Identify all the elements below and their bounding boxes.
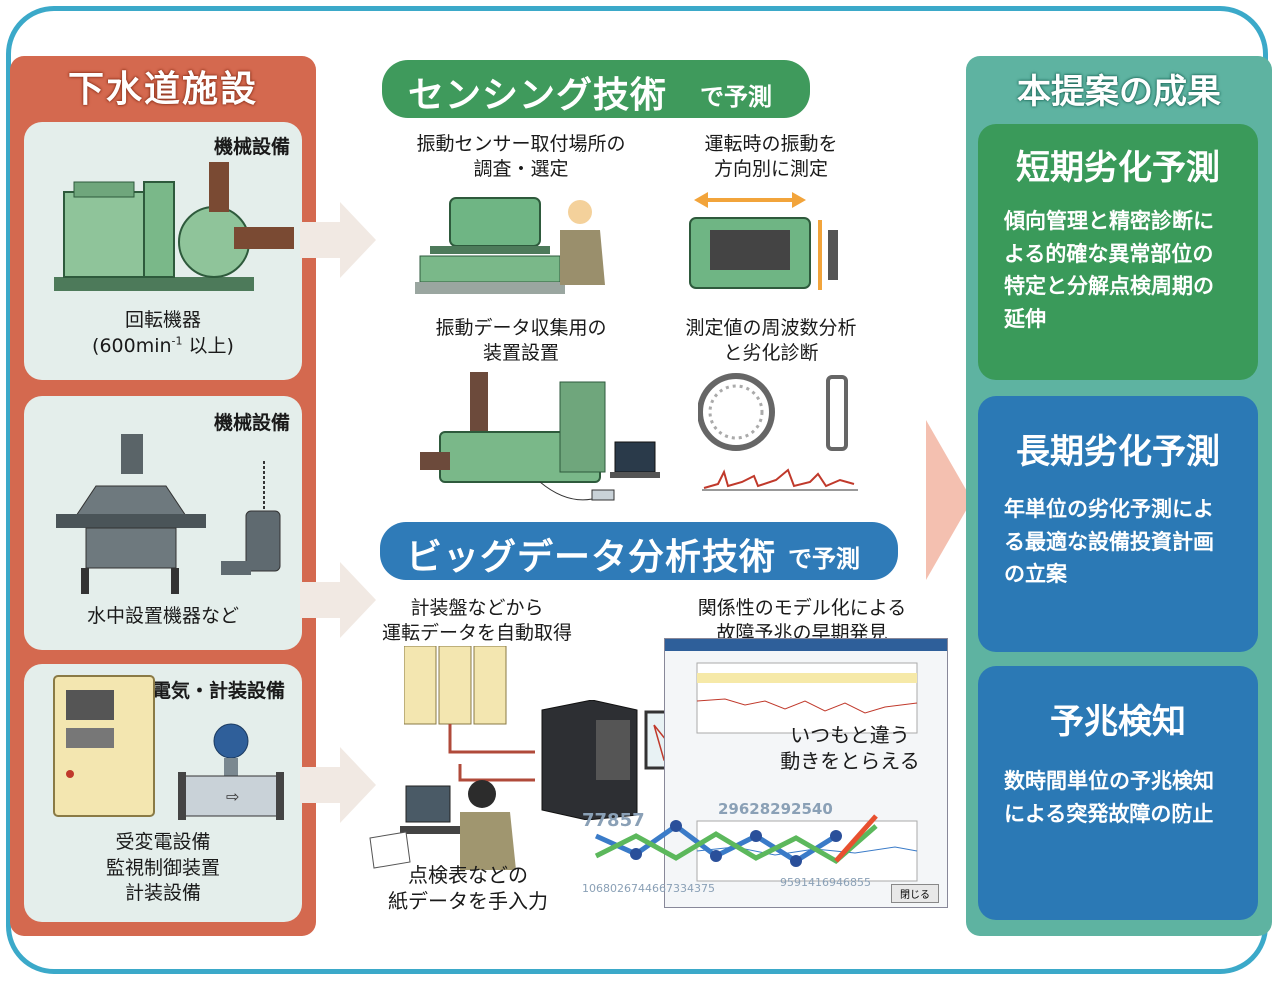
paper-entry-text: 点検表などの紙データを手入力 [388,863,548,913]
vibration-measure-icon [689,192,838,290]
switchboard-icon [53,675,155,817]
server-icon [541,700,638,820]
card-category-label: 電気・計装設備 [152,680,286,702]
precursor-body: 数時間単位の予兆検知 による突発故障の防止 [1004,769,1214,826]
flowmeter-icon: ⇨ [178,723,284,820]
bearing-spectrum-icon [698,373,858,491]
instrument-panel-icon [404,646,507,725]
sensor-install-worker-icon [415,197,605,294]
long-term-body: 年単位の劣化予測によ る最適な設備投資計画 の立案 [1004,497,1214,587]
bigdata-header: ビッグデータ分析技術 で予測 [380,522,898,580]
analysis-chart-icon [696,662,918,882]
short-term-box: 短期劣化予測 傾向管理と精密診断に よる的確な異常部位の 特定と分解点検周期の … [978,124,1258,380]
sensing-header: センシング技術 で予測 [382,60,810,118]
card-rotating-machinery: 機械設備 回転機器 (600min-1 以上) [24,122,302,380]
svg-text:⇨: ⇨ [226,787,239,806]
arrow-right-icon [300,202,376,278]
sensing-step-1: 振動センサー取付場所の調査・選定 [416,133,626,180]
correlation-line-icon [594,814,878,867]
long-term-heading: 長期劣化予測 [1016,432,1220,472]
precursor-box: 予兆検知 数時間単位の予兆検知 による突発故障の防止 [978,666,1258,920]
left-column-title: 下水道施設 [67,69,258,110]
card-category-label: 機械設備 [213,412,290,434]
data-flow-arrow-icon [448,724,535,782]
precursor-heading: 予兆検知 [1050,702,1186,742]
card-submersible: 機械設備 水中設置機器など [24,396,302,650]
long-term-box: 長期劣化予測 年単位の劣化予測によ る最適な設備投資計画 の立案 [978,396,1258,652]
data-number: 77857 [582,810,645,831]
close-window-button[interactable]: 閉じる [891,884,939,903]
card-electrical: 電気・計装設備 ⇨ 受変電設備 監視制御装置 計装設備 [24,664,302,922]
pump-motor-icon [54,162,294,291]
manual-entry-worker-icon [369,780,516,870]
data-number: 29628292540 [718,800,833,818]
card-category-label: 機械設備 [213,136,290,158]
short-term-heading: 短期劣化予測 [1016,148,1220,188]
sensing-step-3: 振動データ収集用の装置設置 [435,317,607,364]
card-text: 受変電設備 監視制御装置 計装設備 [105,831,220,905]
data-number: 1068026744667334375 [582,882,715,895]
card-text: 回転機器 (600min-1 以上) [92,309,234,357]
analysis-window: 閉じる [664,638,948,908]
window-titlebar [665,639,947,651]
arrow-right-icon [926,420,972,580]
sensing-step-2: 運転時の振動を方向別に測定 [704,133,838,180]
sensing-step-4: 測定値の周波数分析と劣化診断 [685,317,857,364]
arrow-right-icon [300,562,376,638]
arrow-right-icon [300,747,376,823]
short-term-body: 傾向管理と精密診断に よる的確な異常部位の 特定と分解点検周期の 延伸 [1004,209,1214,331]
right-column-title: 本提案の成果 [1017,72,1221,112]
data-number: 9591416946855 [780,876,871,889]
card-text: 水中設置機器など [86,605,239,627]
auto-acquire-text: 計装盤などから運転データを自動取得 [381,597,572,644]
anomaly-text: いつもと違う動きをとらえる [780,723,920,773]
submersible-pump-icon [56,434,281,594]
data-collection-device-icon [420,372,660,501]
